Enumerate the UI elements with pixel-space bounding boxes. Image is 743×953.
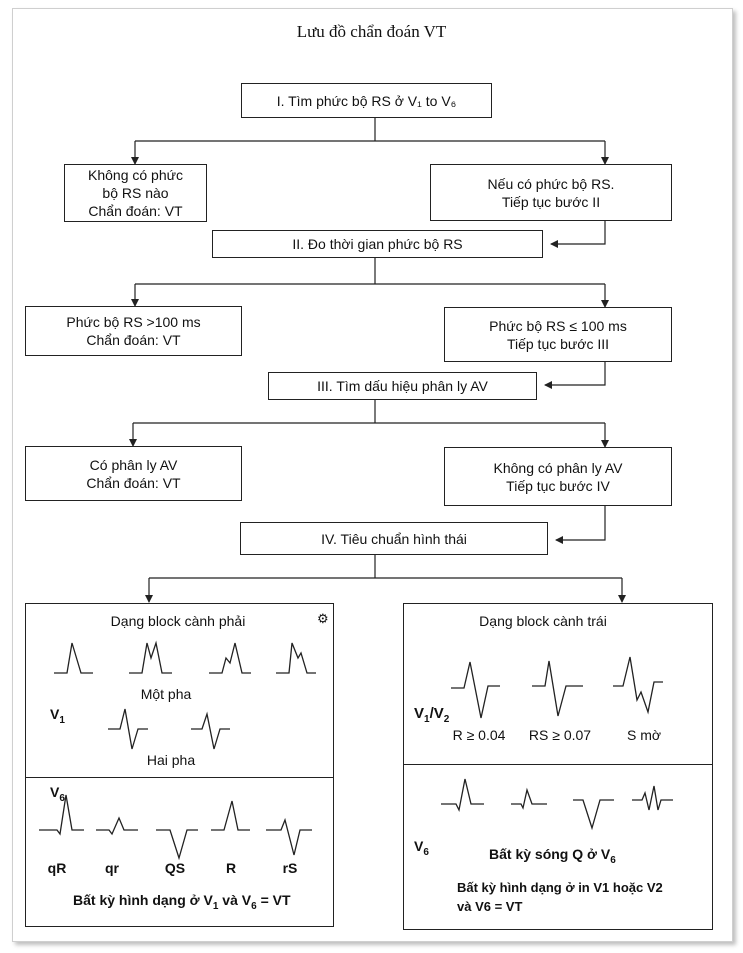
rs-short-line2: Tiếp tục bước III [506, 335, 610, 352]
step3-text: III. Tìm dấu hiệu phân ly AV [317, 378, 488, 394]
mono-wave-2 [129, 640, 172, 674]
has-rs-line1: Nếu có phức bộ RS. [487, 175, 615, 192]
lbbb-v6-wave-1 [441, 778, 484, 813]
lbbb-wave-rs-duration [532, 660, 583, 717]
bi-wave-1 [108, 708, 148, 750]
lbbb-footer-line1: Bất kỳ hình dạng ở in V1 hoặc V2 [457, 880, 663, 895]
has-rs-box: Nếu có phức bộ RS. Tiếp tục bước II [430, 164, 672, 221]
rs-short-line1: Phức bộ RS ≤ 100 ms [489, 317, 627, 334]
v6-label-R: R [225, 860, 237, 876]
v6-wave-qr-small [96, 816, 138, 836]
lbbb-wave-r-width [451, 661, 500, 719]
lbbb-v6-wave-4 [632, 785, 673, 811]
no-rs-line2: bộ RS nào [102, 185, 169, 201]
v6-label-rS: rS [282, 860, 298, 876]
lbbb-wave-notched-s [613, 656, 663, 715]
v6-label-QS: QS [164, 860, 186, 876]
lbbb-footer-line2: và V6 = VT [457, 899, 523, 914]
mono-label: Một pha [140, 686, 192, 702]
step4-box: IV. Tiêu chuẩn hình thái [240, 522, 548, 555]
lbbb-v6-wave-3 [573, 799, 614, 831]
lbbb-title: Dạng block cành trái [479, 613, 607, 629]
rbbb-lead-v1: V1 [50, 706, 65, 726]
av-yes-line2: Chẩn đoán: VT [86, 474, 181, 491]
mono-wave-4 [276, 642, 316, 674]
rbbb-footer: Bất kỳ hình dạng ở V1 và V6 = VT [73, 892, 291, 912]
step1-box: I. Tìm phức bộ RS ở V₁ to V₆ [241, 83, 492, 118]
no-rs-line3: Chẩn đoán: VT [88, 203, 183, 219]
step2-box: II. Đo thời gian phức bộ RS [212, 230, 543, 258]
v6-wave-qr [39, 794, 84, 836]
mono-wave-3 [209, 642, 251, 674]
crit-label-r: R ≥ 0.04 [452, 727, 506, 743]
lbbb-v6-wave-2 [511, 787, 547, 810]
crit-label-s: S mờ [626, 727, 662, 743]
v6-wave-r [211, 800, 250, 831]
no-rs-box: Không có phức bộ RS nào Chẩn đoán: VT [64, 164, 207, 222]
lbbb-divider [403, 764, 713, 765]
step2-text: II. Đo thời gian phức bộ RS [292, 236, 463, 252]
av-no-line1: Không có phân ly AV [493, 459, 623, 476]
rbbb-corner-icon: ⚙ [317, 611, 329, 626]
av-no-line2: Tiếp tục bước IV [506, 477, 610, 494]
lbbb-panel [403, 603, 713, 930]
lbbb-q-criterion: Bất kỳ sóng Q ở V6 [489, 846, 616, 866]
av-yes-line1: Có phân ly AV [89, 456, 178, 473]
has-rs-line2: Tiếp tục bước II [501, 193, 601, 210]
rbbb-lead-v6: V6 [50, 784, 65, 804]
av-yes-box: Có phân ly AV Chẩn đoán: VT [25, 446, 242, 501]
bi-wave-2 [191, 711, 230, 750]
flowchart-title: Lưu đồ chẩn đoán VT [296, 22, 447, 41]
step3-box: III. Tìm dấu hiệu phân ly AV [268, 372, 537, 400]
v6-label-qR: qR [47, 860, 67, 876]
rs-short-box: Phức bộ RS ≤ 100 ms Tiếp tục bước III [444, 307, 672, 362]
av-no-box: Không có phân ly AV Tiếp tục bước IV [444, 447, 672, 506]
v6-label-qr: qr [105, 860, 119, 876]
step4-text: IV. Tiêu chuẩn hình thái [321, 530, 467, 547]
rs-long-box: Phức bộ RS >100 ms Chẩn đoán: VT [25, 306, 242, 356]
v6-wave-rs [266, 817, 312, 856]
rs-long-line2: Chẩn đoán: VT [86, 332, 181, 348]
bi-label: Hai pha [146, 752, 196, 768]
lbbb-lead-v1v2: V1/V2 [414, 705, 450, 725]
mono-wave-1 [54, 642, 93, 674]
rbbb-title: Dạng block cành phải [110, 613, 246, 629]
no-rs-line1: Không có phức [88, 167, 183, 183]
step1-text: I. Tìm phức bộ RS ở V₁ to V₆ [276, 92, 457, 109]
crit-label-rs: RS ≥ 0.07 [528, 727, 592, 743]
rbbb-divider [25, 777, 334, 778]
v6-wave-qs [156, 829, 198, 861]
lbbb-lead-v6: V6 [414, 838, 429, 858]
rs-long-line1: Phức bộ RS >100 ms [66, 314, 201, 330]
